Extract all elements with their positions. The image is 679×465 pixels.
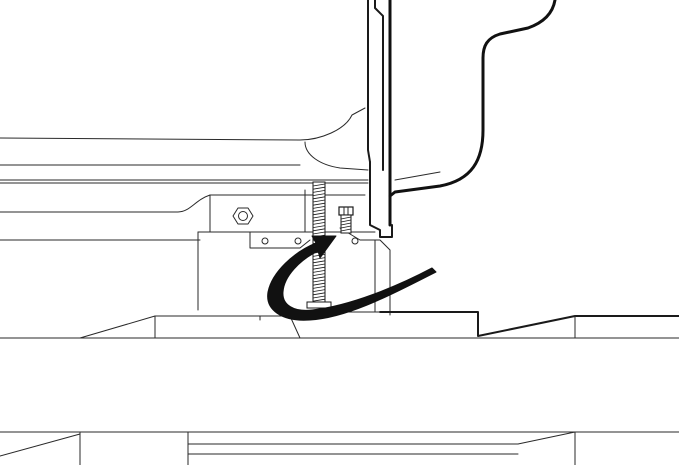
hex-bolt-icon (338, 206, 354, 234)
rod-thread-line (312, 202, 326, 206)
rod-thread-line (312, 206, 326, 209)
rod-thread-line (312, 295, 326, 299)
rod-thread-line (312, 225, 326, 228)
hex-nut-icon (232, 207, 254, 225)
appliance-cabinet-side (367, 0, 557, 238)
rod-thread-line (312, 228, 326, 232)
bolt-thread-line (340, 222, 352, 226)
rod-thread-line (312, 289, 326, 292)
leg-bracket-housing (197, 189, 391, 316)
rod-thread-line (312, 257, 326, 260)
rod-thread-line (312, 186, 326, 190)
rod-thread-line (312, 199, 326, 203)
bolt-thread-line (340, 225, 352, 229)
rod-thread-line (312, 215, 326, 219)
rod-thread-line (312, 279, 326, 283)
rod-thread-line (312, 231, 326, 235)
base-kick-panel (0, 107, 369, 241)
rod-thread-line (312, 196, 326, 200)
bolt-thread-line (340, 219, 352, 223)
rod-thread-line (312, 260, 326, 264)
floor-surface (0, 311, 679, 339)
rod-thread-line (312, 276, 326, 280)
rod-thread-line (312, 270, 326, 273)
rod-thread-line (312, 183, 326, 187)
rod-thread-line (312, 298, 326, 302)
rod-thread-line (312, 193, 326, 196)
rod-thread-line (312, 263, 326, 267)
bolt-thread-line (340, 228, 352, 232)
rod-thread-line (312, 218, 326, 222)
rod-thread-line (312, 273, 326, 276)
rod-thread-line (312, 266, 326, 270)
rod-thread-line (312, 286, 326, 289)
rod-thread-line (312, 222, 326, 225)
rod-thread-line (312, 212, 326, 216)
bottom-panel (0, 431, 679, 465)
bolt-thread-line (340, 216, 352, 220)
rod-thread-line (312, 282, 326, 286)
rod-thread-line (312, 190, 326, 193)
threaded-rod (306, 181, 332, 309)
curved-rotation-arrow-icon (267, 235, 437, 321)
rod-thread-line (312, 209, 326, 212)
rod-thread-line (312, 292, 326, 296)
